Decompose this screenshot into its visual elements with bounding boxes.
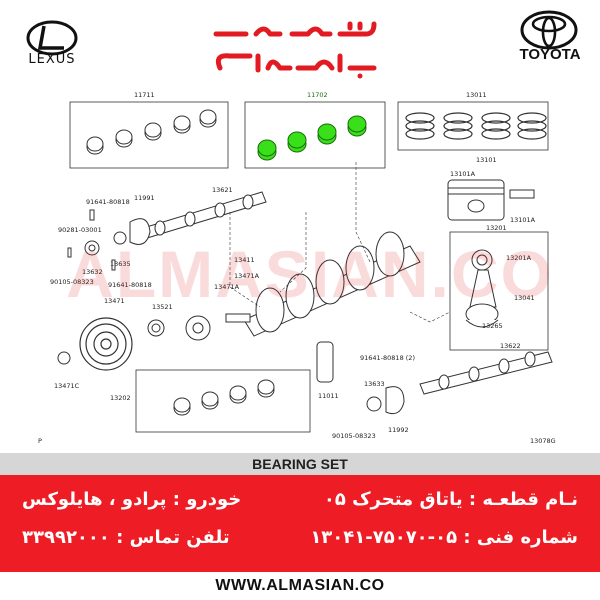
crank-pulley-13471 bbox=[79, 317, 133, 371]
parts-diagram: 11711 11702 13011 13101 13101A 13101A 13… bbox=[30, 82, 570, 452]
lexus-label: LEXUS bbox=[28, 52, 76, 67]
label-13101a-pin: 13101A bbox=[510, 216, 536, 224]
label-13101: 13101 bbox=[476, 156, 497, 164]
part-labels: 11711 11702 13011 13101 13101A 13101A 13… bbox=[38, 91, 556, 445]
label-13011: 13011 bbox=[466, 91, 487, 99]
label-11711: 11711 bbox=[134, 91, 155, 99]
sprocket-13521 bbox=[147, 315, 211, 341]
label-13471a-2: 13471A bbox=[214, 283, 240, 291]
label-13635: 13635 bbox=[110, 260, 131, 268]
bearing-shells-13202 bbox=[173, 379, 275, 416]
part-name: نـام قطعـه : یاتاق متحرک ۰۵ bbox=[323, 489, 578, 510]
label-13202: 13202 bbox=[110, 394, 131, 402]
parts-diagram-svg: 11711 11702 13011 13101 13101A 13101A 13… bbox=[38, 91, 556, 445]
connecting-rod-13201 bbox=[465, 249, 499, 328]
box-13201 bbox=[449, 231, 549, 351]
piston-rings-13011 bbox=[405, 112, 547, 140]
label-13521: 13521 bbox=[152, 303, 173, 311]
dashed-leaders bbox=[229, 162, 451, 323]
bearing-shells-11711 bbox=[86, 109, 217, 155]
label-90281-03001: 90281-03001 bbox=[58, 226, 102, 234]
info-panel: نـام قطعـه : یاتاق متحرک ۰۵ شماره فنی : … bbox=[0, 475, 600, 572]
label-91641-80818-a: 91641-80818 bbox=[86, 198, 130, 206]
phone: تلفن تماس : ۳۳۹۹۲۰۰۰ bbox=[22, 527, 230, 548]
box-11711 bbox=[69, 101, 229, 169]
bearing-shells-11702-highlighted bbox=[257, 115, 367, 161]
label-91641-80818-b: 91641-80818 bbox=[108, 281, 152, 289]
label-13411: 13411 bbox=[234, 256, 255, 264]
thrust-washer-11011 bbox=[316, 341, 334, 383]
vehicle: خودرو : پرادو ، هایلوکس bbox=[22, 489, 242, 510]
label-91641-80818-2: 91641-80818 (2) bbox=[360, 354, 415, 362]
label-13633: 13633 bbox=[364, 380, 385, 388]
label-diagram-code: 13078G bbox=[530, 437, 556, 445]
label-13201: 13201 bbox=[486, 224, 507, 232]
label-13471c: 13471C bbox=[54, 382, 80, 390]
label-13265: 13265 bbox=[482, 322, 503, 330]
lexus-logo-icon bbox=[26, 20, 78, 56]
piston-13101a bbox=[447, 179, 535, 221]
small-parts-left bbox=[67, 209, 151, 271]
label-13201a: 13201A bbox=[506, 254, 532, 262]
part-number: شماره فنی : ۰۵-۷۵۰۷۰-۱۳۰۴۱ bbox=[310, 527, 578, 548]
label-13471a-1: 13471A bbox=[234, 272, 260, 280]
box-13011 bbox=[397, 101, 549, 151]
label-13621: 13621 bbox=[212, 186, 233, 194]
box-11702 bbox=[244, 101, 386, 169]
label-11991: 11991 bbox=[134, 194, 155, 202]
label-13632: 13632 bbox=[82, 268, 103, 276]
box-13202 bbox=[135, 369, 311, 433]
footer-url[interactable]: WWW.ALMASIAN.CO bbox=[0, 572, 600, 600]
label-13471: 13471 bbox=[104, 297, 125, 305]
label-p: P bbox=[38, 437, 42, 445]
label-90105-08323-b: 90105-08323 bbox=[332, 432, 376, 440]
label-90105-08323-a: 90105-08323 bbox=[50, 278, 94, 286]
label-13622: 13622 bbox=[500, 342, 521, 350]
camshaft-13622 bbox=[366, 351, 553, 415]
label-11992: 11992 bbox=[388, 426, 409, 434]
header: LEXUS TOYOTA bbox=[0, 0, 600, 88]
brand-wordmark-icon bbox=[213, 21, 377, 79]
label-13101a-top: 13101A bbox=[450, 170, 476, 178]
label-13041: 13041 bbox=[514, 294, 535, 302]
label-11011: 11011 bbox=[318, 392, 339, 400]
label-11702: 11702 bbox=[307, 91, 328, 99]
title-bar: BEARING SET bbox=[0, 453, 600, 475]
toyota-logo-icon bbox=[520, 10, 578, 50]
crankshaft-13411 bbox=[225, 231, 421, 337]
bolt-13471c bbox=[57, 351, 71, 365]
toyota-label: TOYOTA bbox=[519, 46, 581, 63]
